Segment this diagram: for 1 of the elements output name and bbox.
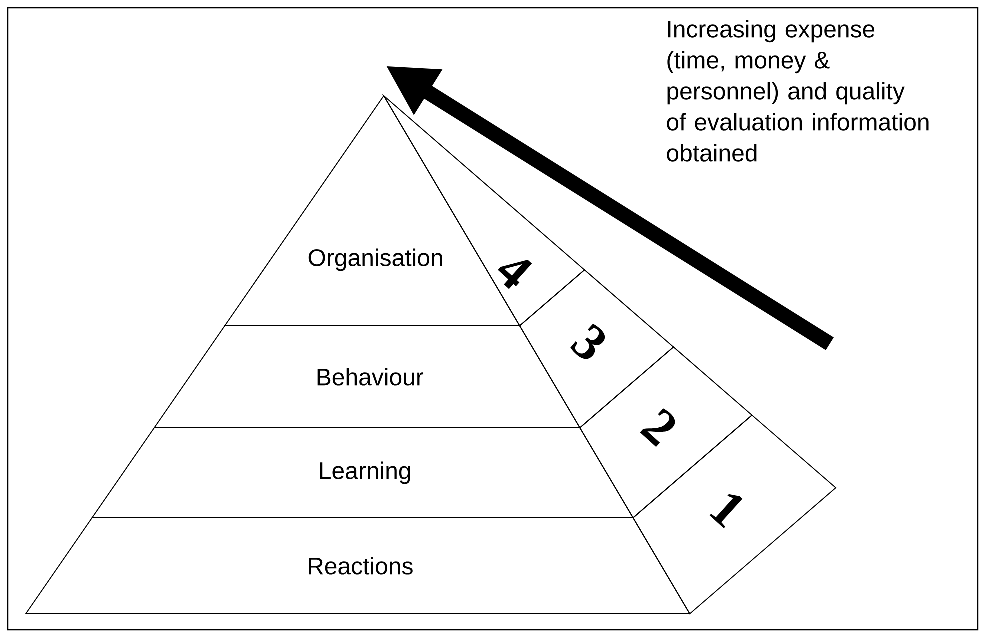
annotation-text: Increasing expense (time, money & personnel) and quality of evaluation information obtained	[667, 20, 929, 162]
